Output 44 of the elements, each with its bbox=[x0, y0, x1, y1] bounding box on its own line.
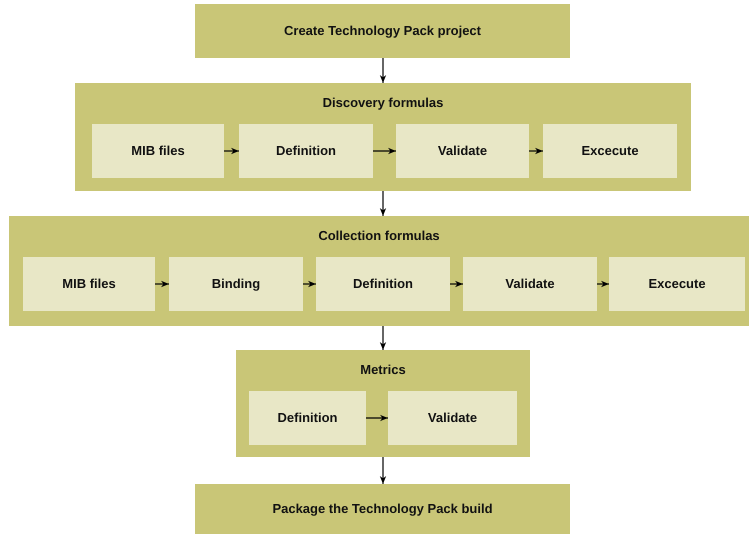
box-label: Validate bbox=[436, 143, 488, 158]
arrow bbox=[366, 414, 388, 422]
box-label: Binding bbox=[210, 276, 262, 291]
box-label: Definition bbox=[275, 143, 337, 158]
process-box bbox=[388, 391, 517, 445]
group-panel bbox=[236, 350, 530, 457]
box-label: Validate bbox=[426, 410, 478, 425]
box-label: MIB files bbox=[130, 143, 186, 158]
process-box bbox=[195, 484, 570, 534]
arrow bbox=[224, 148, 239, 154]
process-box bbox=[239, 124, 373, 178]
arrow bbox=[529, 148, 543, 154]
box-label: Definition bbox=[276, 410, 338, 425]
process-box bbox=[23, 257, 155, 311]
group-heading: Collection formulas bbox=[317, 228, 441, 243]
arrow bbox=[373, 148, 396, 154]
box-label: Excecute bbox=[647, 276, 707, 291]
box-label: Definition bbox=[352, 276, 414, 291]
arrow bbox=[450, 280, 463, 288]
process-box bbox=[169, 257, 303, 311]
process-box bbox=[463, 257, 597, 311]
box-label: Excecute bbox=[580, 143, 640, 158]
group-panel bbox=[9, 216, 749, 326]
arrow bbox=[155, 280, 169, 288]
box-label: Package the Technology Pack build bbox=[271, 501, 494, 516]
process-box bbox=[543, 124, 677, 178]
arrow bbox=[380, 326, 386, 350]
group-heading: Discovery formulas bbox=[322, 95, 444, 110]
arrow bbox=[380, 457, 386, 484]
arrow bbox=[597, 280, 609, 288]
box-label: Create Technology Pack project bbox=[283, 23, 482, 38]
group-heading: Metrics bbox=[359, 362, 407, 377]
arrow bbox=[303, 280, 316, 288]
box-label: MIB files bbox=[61, 276, 117, 291]
process-box bbox=[249, 391, 366, 445]
process-box bbox=[92, 124, 224, 178]
process-box bbox=[195, 4, 570, 58]
process-box bbox=[396, 124, 529, 178]
group-panel bbox=[75, 83, 691, 191]
arrow bbox=[380, 191, 386, 216]
box-label: Validate bbox=[504, 276, 556, 291]
process-box bbox=[316, 257, 450, 311]
arrow bbox=[380, 58, 386, 83]
process-box bbox=[609, 257, 745, 311]
